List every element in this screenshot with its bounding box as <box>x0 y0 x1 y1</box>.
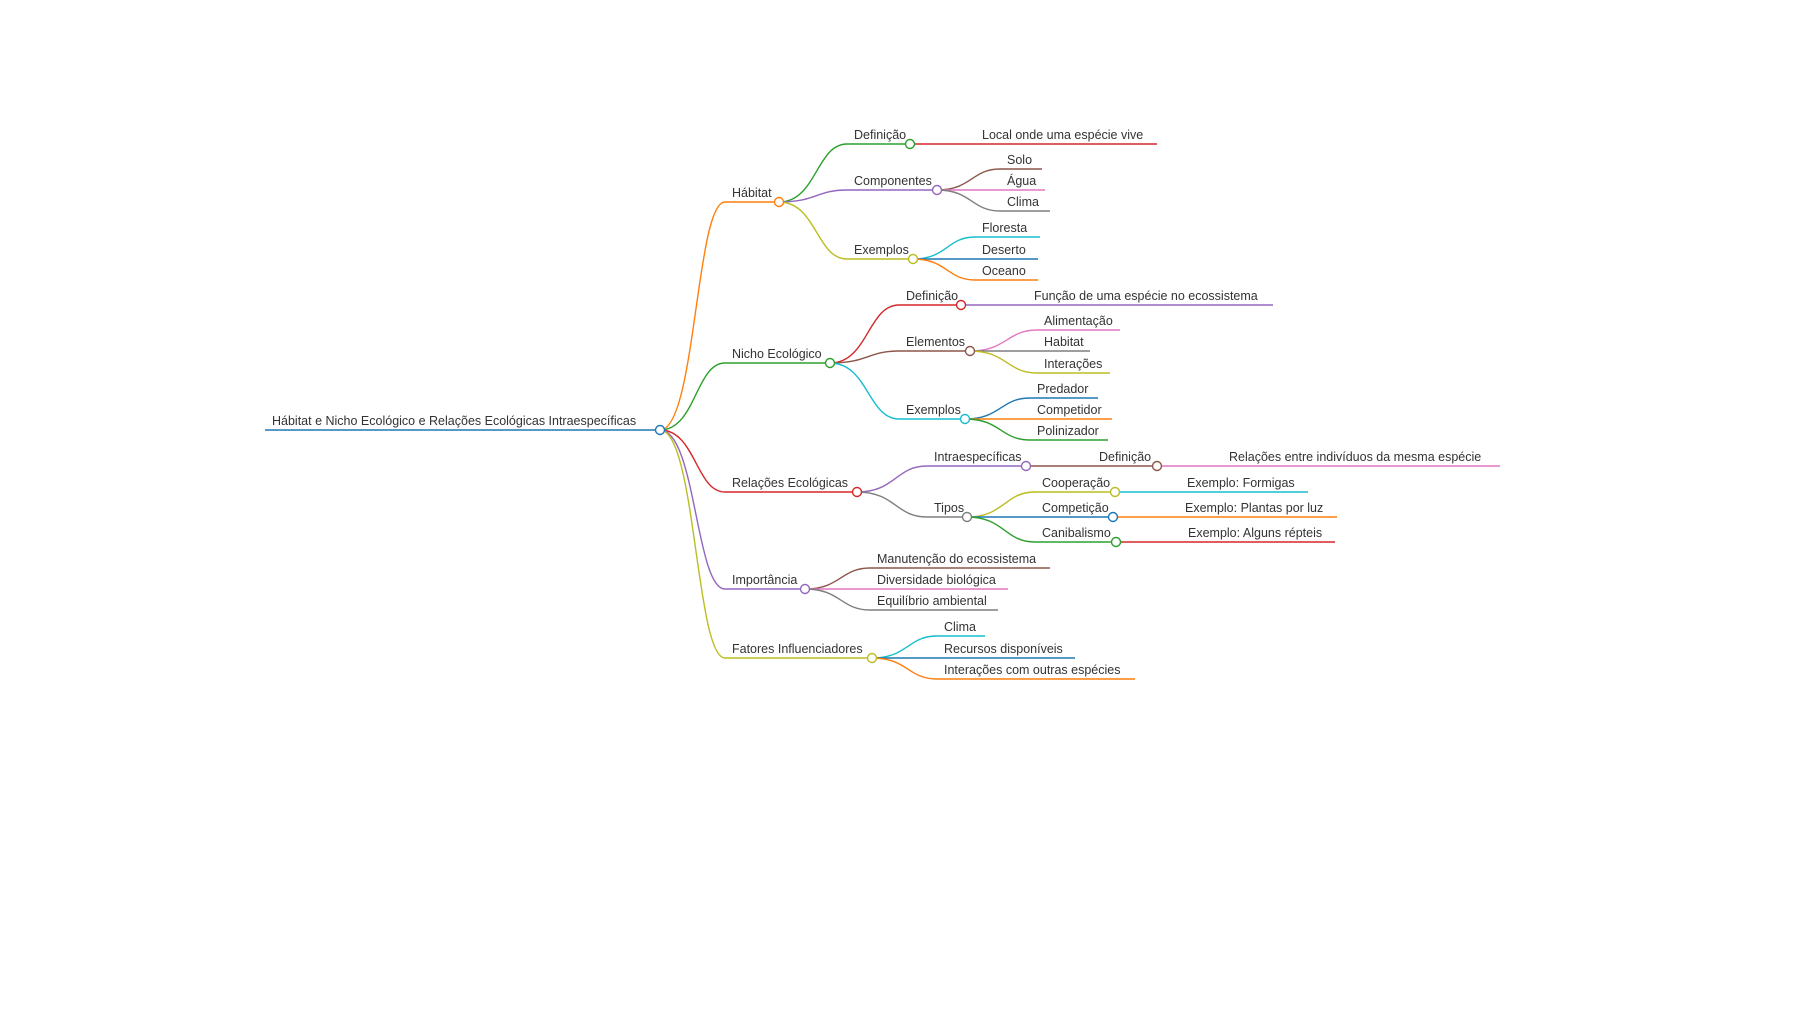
node-label-interacoes-com-outras-especies[interactable]: Interações com outras espécies <box>944 663 1120 677</box>
branch-connector-clima <box>936 189 1001 212</box>
node-label-competidor[interactable]: Competidor <box>1037 403 1102 417</box>
node-label-manutencao-do-ecossistema[interactable]: Manutenção do ecossistema <box>877 552 1036 566</box>
node-label-habitat[interactable]: Hábitat <box>732 186 772 200</box>
node-label-exemplo-alguns-repteis[interactable]: Exemplo: Alguns répteis <box>1188 526 1322 540</box>
branch-connector-elementos <box>829 350 900 364</box>
node-label-relacoes-ecologicas[interactable]: Relações Ecológicas <box>732 476 848 490</box>
node-label-elementos[interactable]: Elementos <box>906 335 965 349</box>
collapse-toggle-icon[interactable] <box>907 253 919 265</box>
node-label-funcao-de-uma-especie-no-ecossistema[interactable]: Função de uma espécie no ecossistema <box>1034 289 1258 303</box>
branch-connector-intraespecificas <box>856 465 928 493</box>
collapse-toggle-icon[interactable] <box>1110 536 1122 548</box>
node-label-interacoes[interactable]: Interações <box>1044 357 1102 371</box>
node-label-exemplos[interactable]: Exemplos <box>906 403 961 417</box>
branch-connector-nicho-ecologico <box>659 362 726 431</box>
branch-connector-componentes <box>778 189 848 203</box>
node-label-exemplo-plantas-por-luz[interactable]: Exemplo: Plantas por luz <box>1185 501 1323 515</box>
collapse-toggle-icon[interactable] <box>1107 511 1119 523</box>
branch-connector-definicao <box>778 143 848 203</box>
node-label-clima[interactable]: Clima <box>1007 195 1039 209</box>
node-label-habitat-e-nicho-ecologico-e-relacoes-ecologicas-intraespecificas[interactable]: Hábitat e Nicho Ecológico e Relações Eco… <box>272 414 636 428</box>
node-label-canibalismo[interactable]: Canibalismo <box>1042 526 1111 540</box>
node-label-intraespecificas[interactable]: Intraespecíficas <box>934 450 1022 464</box>
collapse-toggle-icon[interactable] <box>799 583 811 595</box>
branch-connector-predador <box>964 397 1031 420</box>
node-label-clima[interactable]: Clima <box>944 620 976 634</box>
branch-connector-habitat <box>659 201 726 431</box>
branch-connector-definicao <box>829 304 900 364</box>
branch-connector-interacoes <box>969 350 1038 374</box>
branch-connector-canibalismo <box>966 516 1036 543</box>
collapse-toggle-icon[interactable] <box>1020 460 1032 472</box>
branch-connector-equilibrio-ambiental <box>804 588 871 611</box>
branch-connector-importancia <box>659 429 726 590</box>
branch-connector-interacoes-com-outras-especies <box>871 657 938 680</box>
branch-connector-solo <box>936 168 1001 191</box>
node-label-polinizador[interactable]: Polinizador <box>1037 424 1099 438</box>
collapse-toggle-icon[interactable] <box>824 357 836 369</box>
node-label-recursos-disponiveis[interactable]: Recursos disponíveis <box>944 642 1063 656</box>
node-label-exemplo-formigas[interactable]: Exemplo: Formigas <box>1187 476 1295 490</box>
node-label-equilibrio-ambiental[interactable]: Equilíbrio ambiental <box>877 594 987 608</box>
node-label-habitat[interactable]: Habitat <box>1044 335 1084 349</box>
branch-connector-manutencao-do-ecossistema <box>804 567 871 590</box>
branch-connector-cooperacao <box>966 491 1036 518</box>
node-label-definicao[interactable]: Definição <box>854 128 906 142</box>
node-label-tipos[interactable]: Tipos <box>934 501 964 515</box>
node-label-alimentacao[interactable]: Alimentação <box>1044 314 1113 328</box>
node-label-competicao[interactable]: Competição <box>1042 501 1109 515</box>
collapse-toggle-icon[interactable] <box>1151 460 1163 472</box>
node-label-definicao[interactable]: Definição <box>1099 450 1151 464</box>
branch-connector-floresta <box>912 236 976 260</box>
node-label-agua[interactable]: Água <box>1007 173 1036 188</box>
node-label-diversidade-biologica[interactable]: Diversidade biológica <box>877 573 996 587</box>
collapse-toggle-icon[interactable] <box>904 138 916 150</box>
branch-connector-alimentacao <box>969 329 1038 352</box>
collapse-toggle-icon[interactable] <box>1109 486 1121 498</box>
collapse-toggle-icon[interactable] <box>654 424 666 436</box>
node-label-componentes[interactable]: Componentes <box>854 174 932 188</box>
branch-connector-fatores-influenciadores <box>659 429 726 659</box>
branch-connector-relacoes-ecologicas <box>659 429 726 493</box>
branch-connector-oceano <box>912 258 976 281</box>
branch-connector-tipos <box>856 491 928 518</box>
collapse-toggle-icon[interactable] <box>961 511 973 523</box>
branch-connector-exemplos <box>778 201 848 260</box>
branch-connector-polinizador <box>964 418 1031 441</box>
collapse-toggle-icon[interactable] <box>964 345 976 357</box>
node-label-cooperacao[interactable]: Cooperação <box>1042 476 1110 490</box>
node-label-definicao[interactable]: Definição <box>906 289 958 303</box>
collapse-toggle-icon[interactable] <box>959 413 971 425</box>
branch-connector-exemplos <box>829 362 900 420</box>
node-label-relacoes-entre-individuos-da-mesma-especie[interactable]: Relações entre indivíduos da mesma espéc… <box>1229 450 1481 464</box>
node-label-importancia[interactable]: Importância <box>732 573 797 587</box>
node-label-oceano[interactable]: Oceano <box>982 264 1026 278</box>
node-label-deserto[interactable]: Deserto <box>982 243 1026 257</box>
collapse-toggle-icon[interactable] <box>773 196 785 208</box>
collapse-toggle-icon[interactable] <box>931 184 943 196</box>
connector-layer <box>265 143 1500 680</box>
node-label-local-onde-uma-especie-vive[interactable]: Local onde uma espécie vive <box>982 128 1143 142</box>
node-label-floresta[interactable]: Floresta <box>982 221 1027 235</box>
node-label-fatores-influenciadores[interactable]: Fatores Influenciadores <box>732 642 863 656</box>
collapse-toggle-icon[interactable] <box>866 652 878 664</box>
node-label-nicho-ecologico[interactable]: Nicho Ecológico <box>732 347 822 361</box>
node-label-solo[interactable]: Solo <box>1007 153 1032 167</box>
collapse-toggle-icon[interactable] <box>851 486 863 498</box>
node-label-predador[interactable]: Predador <box>1037 382 1088 396</box>
label-layer: Hábitat e Nicho Ecológico e Relações Eco… <box>272 128 1481 677</box>
node-label-exemplos[interactable]: Exemplos <box>854 243 909 257</box>
collapse-toggle-icon[interactable] <box>955 299 967 311</box>
branch-connector-clima <box>871 635 938 659</box>
node-dot-layer <box>654 138 1163 664</box>
